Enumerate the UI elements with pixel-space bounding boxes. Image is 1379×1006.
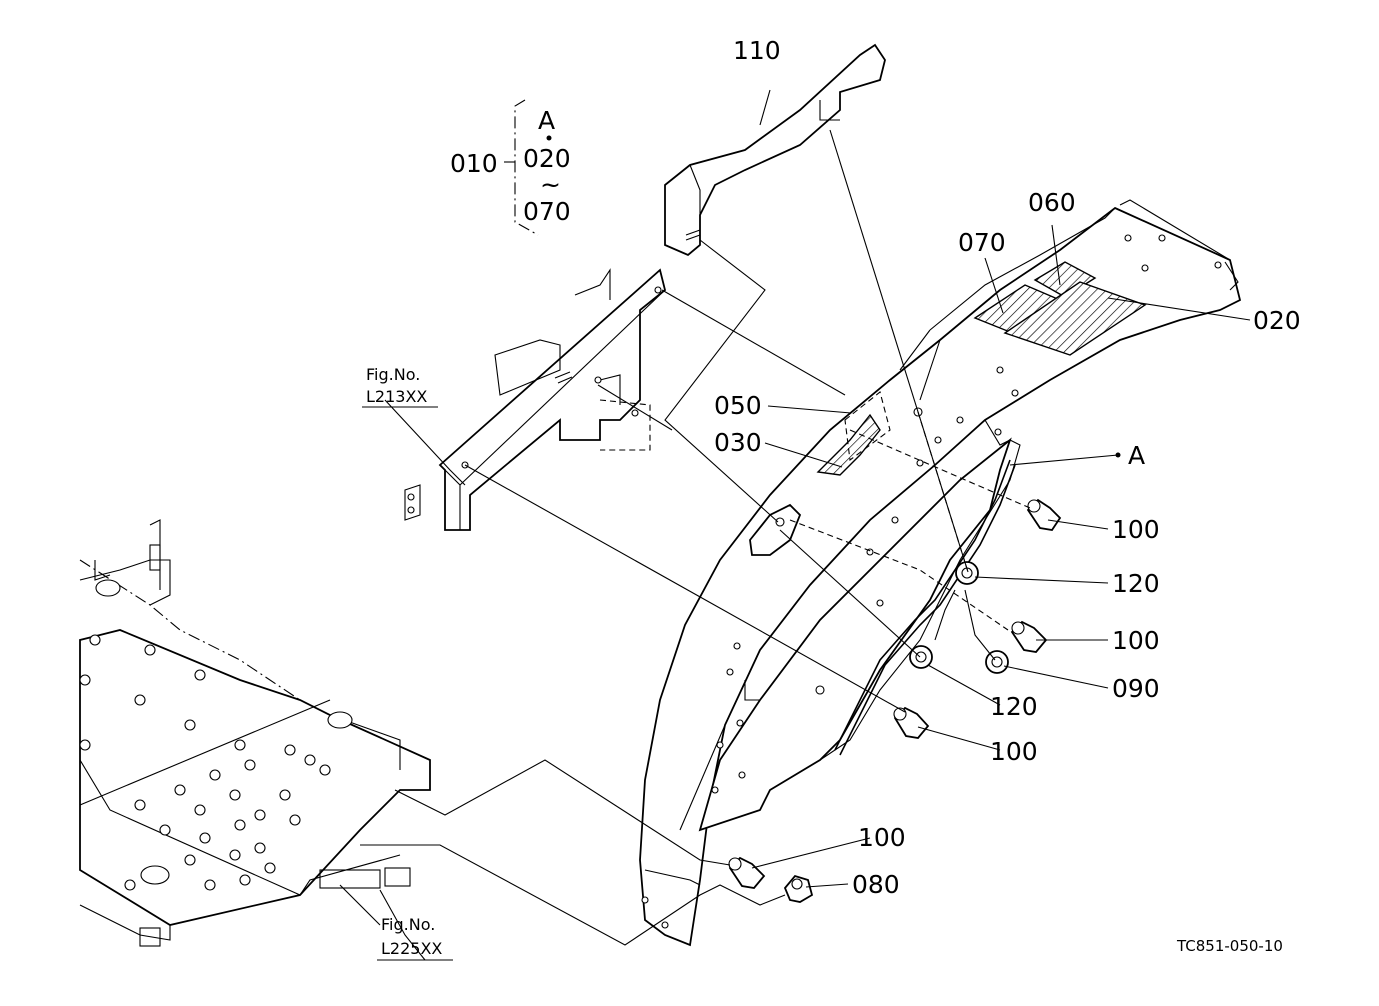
ref-fig-code-1: L213XX <box>366 387 427 406</box>
fender <box>639 199 1242 947</box>
handle-grip <box>664 43 886 257</box>
label-group-020: 020 <box>523 144 571 173</box>
support-rod <box>834 459 1016 756</box>
callout-080: 080 <box>852 870 900 899</box>
callout-100-b: 100 <box>1112 626 1160 655</box>
mounting-bracket <box>404 268 667 531</box>
callout-060: 060 <box>1028 188 1076 217</box>
label-group-a: A <box>538 106 555 135</box>
ref-fig-no-1: Fig.No. <box>366 365 420 384</box>
callout-020: 020 <box>1253 306 1301 335</box>
bolt-080 <box>783 874 814 903</box>
label-group-tilde: ~ <box>540 170 561 199</box>
nut-090 <box>985 650 1009 674</box>
callout-070: 070 <box>958 228 1006 257</box>
label-010: 010 <box>450 149 498 178</box>
callout-100-a: 100 <box>1112 515 1160 544</box>
ref-fig-no-2: Fig.No. <box>381 915 435 934</box>
nut-120a <box>955 561 979 585</box>
nut-120b <box>909 645 933 669</box>
callout-030: 030 <box>714 428 762 457</box>
callout-120-b: 120 <box>990 692 1038 721</box>
bolt-100d <box>728 856 766 889</box>
ref-fig-code-2: L225XX <box>381 939 442 958</box>
label-group-070: 070 <box>523 197 571 226</box>
callout-050: 050 <box>714 391 762 420</box>
callout-090: 090 <box>1112 674 1160 703</box>
leader-lines <box>339 89 1251 961</box>
bolt-100b <box>1010 620 1048 653</box>
bolt-100a <box>1026 498 1062 531</box>
drawing-code: TC851-050-10 <box>1176 937 1283 955</box>
callout-120-a: 120 <box>1112 569 1160 598</box>
callout-a: A <box>1128 441 1145 470</box>
floor-plate <box>79 519 431 947</box>
bolt-100c <box>893 706 930 739</box>
callout-100-d: 100 <box>858 823 906 852</box>
callout-110: 110 <box>733 36 781 65</box>
group-bracket <box>514 99 539 236</box>
callout-100-c: 100 <box>990 737 1038 766</box>
